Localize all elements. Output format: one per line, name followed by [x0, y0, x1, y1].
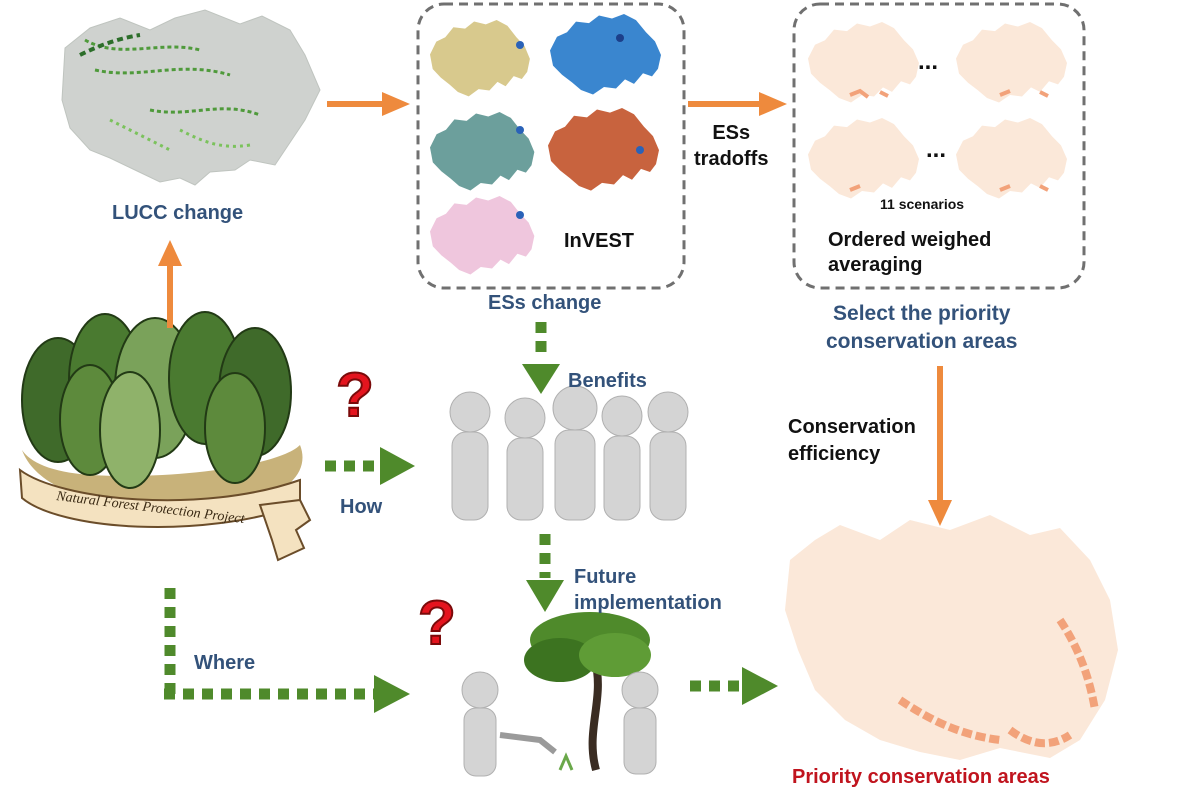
arrow-invest-to-owa [688, 92, 787, 116]
arrow-forest-to-lucc [158, 240, 182, 328]
where-label: Where [194, 652, 256, 674]
owa-box [792, 2, 1086, 290]
arrow-ess-to-benefits [522, 322, 560, 394]
people-group-illustration [428, 385, 692, 528]
conservation-efficiency-label: Conservation efficiency [788, 416, 916, 465]
question-mark-how: ? [335, 360, 375, 431]
arrow-benefits-to-implementation [526, 534, 564, 612]
invest-box [416, 2, 686, 290]
ellipsis-middle: ... [926, 136, 947, 163]
lucc-change-label: LUCC change [112, 202, 244, 224]
arrow-select-to-priority [928, 366, 952, 526]
tree-planting-illustration [461, 612, 659, 777]
select-priority-label: Select the priority conservation areas [826, 302, 1018, 353]
how-label: How [340, 496, 383, 518]
benefits-label: Benefits [568, 370, 647, 392]
invest-map-grid [430, 14, 661, 275]
arrow-forest-to-benefits [325, 447, 415, 485]
ess-tradoffs-label: ESs tradoffs [694, 122, 769, 170]
priority-areas-label: Priority conservation areas [792, 766, 1050, 788]
invest-label: InVEST [564, 230, 635, 252]
question-mark-where: ? [417, 588, 457, 659]
lucc-map [61, 9, 321, 186]
ellipsis-top: ... [918, 48, 939, 75]
priority-map [785, 515, 1118, 760]
arrow-lucc-to-invest [327, 92, 410, 116]
owa-scenario-maps [808, 22, 1067, 199]
forest-illustration [18, 311, 312, 562]
arrow-forest-to-implementation [164, 588, 410, 713]
ess-change-label: ESs change [488, 292, 602, 314]
future-implementation-label: Future implementation [574, 566, 722, 614]
owa-label: Ordered weighed averaging [828, 229, 992, 276]
arrow-implementation-to-priority [690, 667, 778, 705]
scenarios-label: 11 scenarios [880, 196, 965, 212]
